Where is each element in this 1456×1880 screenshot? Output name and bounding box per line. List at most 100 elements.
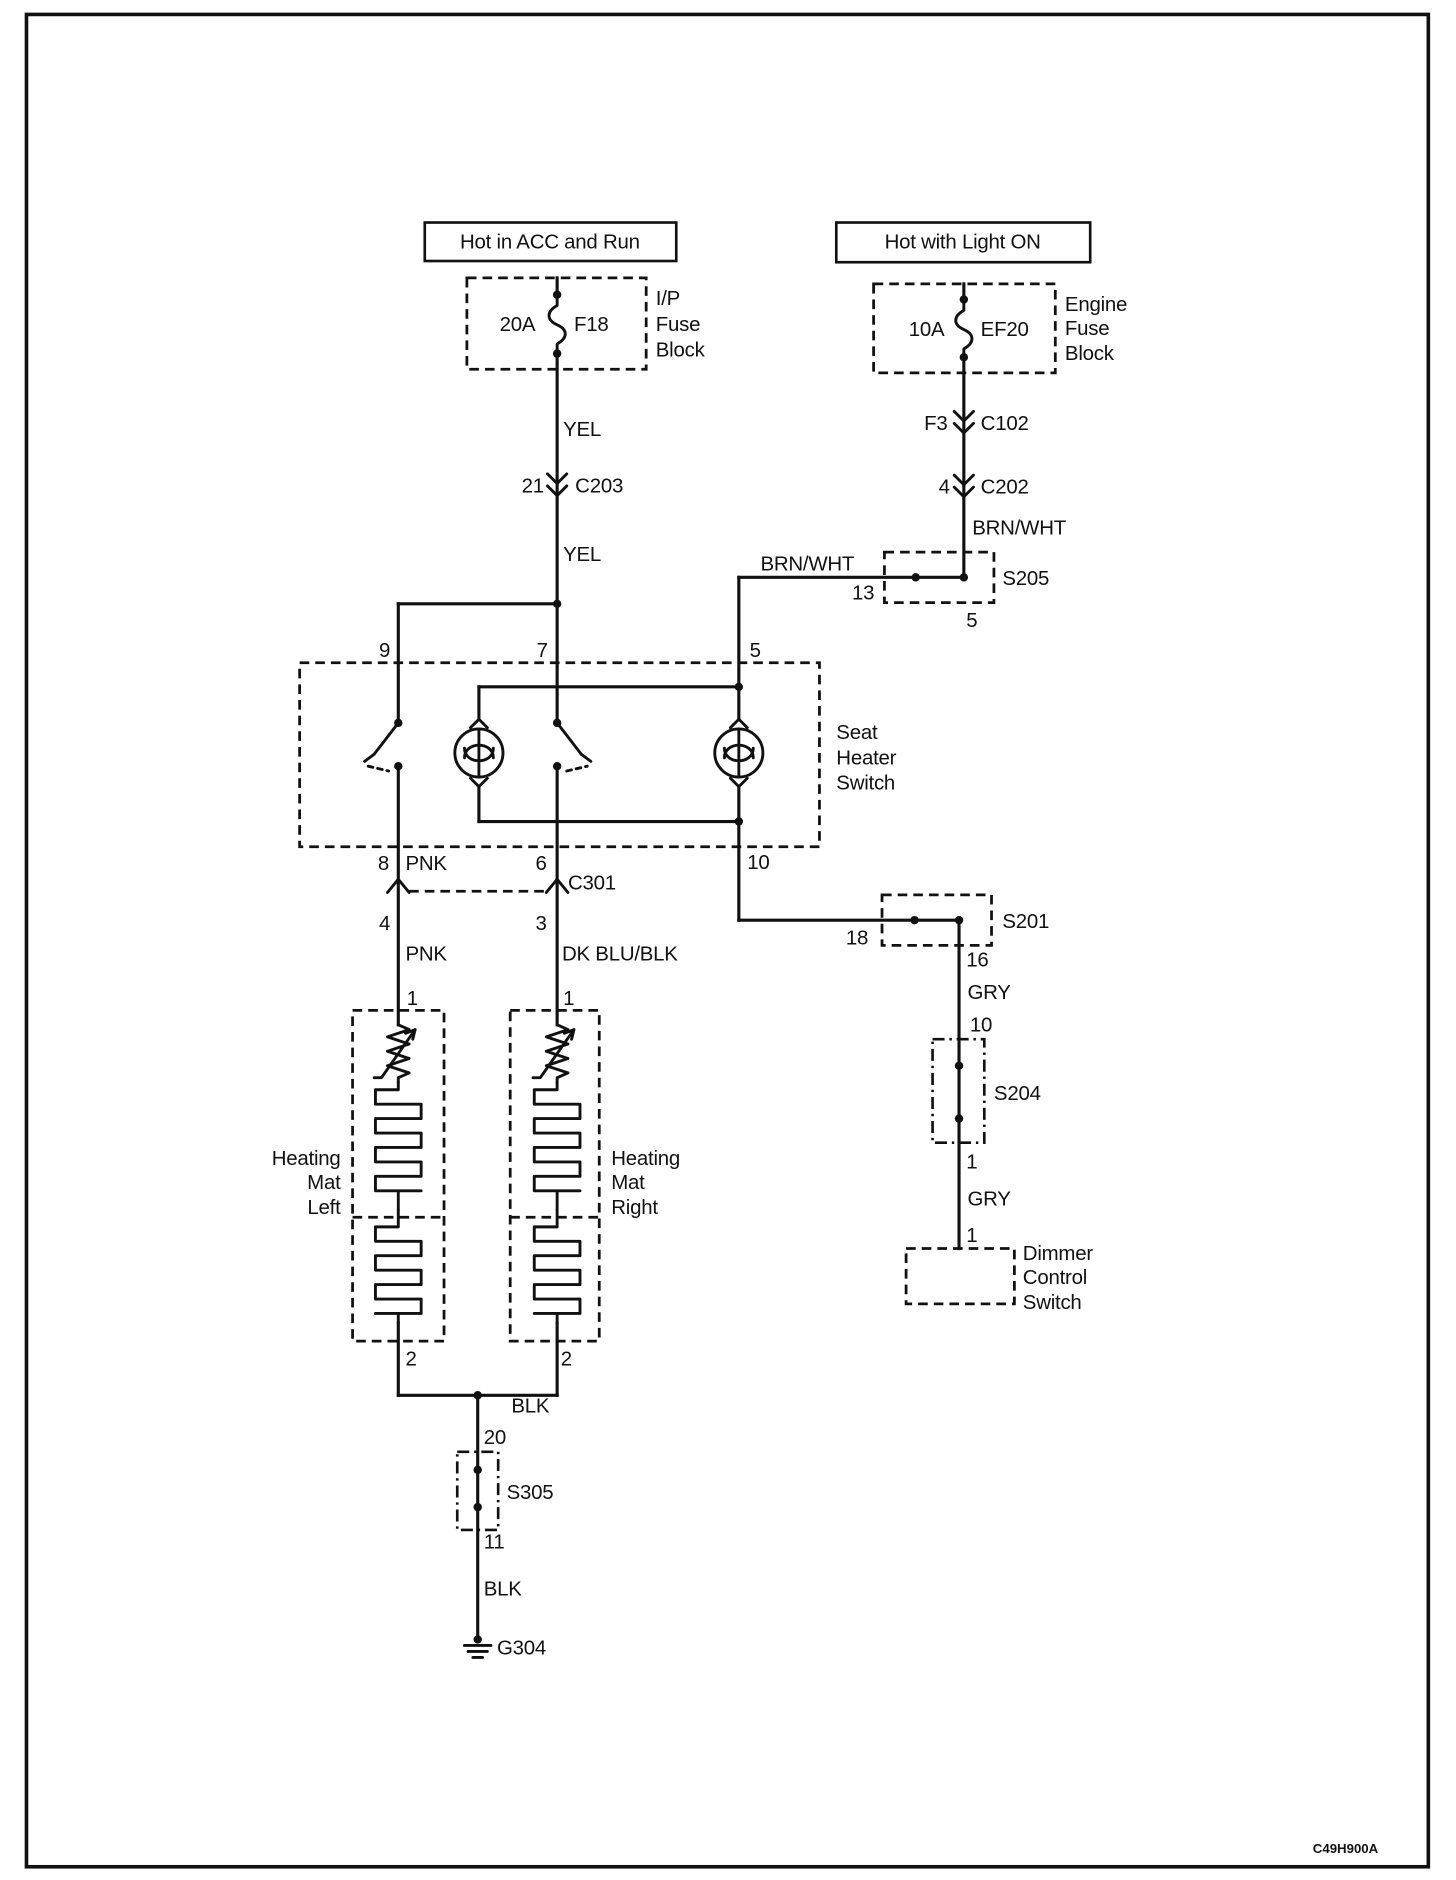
switch-label: Heater — [836, 746, 896, 769]
mat-label: Right — [611, 1196, 658, 1219]
heating-element-lower — [373, 1208, 423, 1325]
switch-blade-tip-left — [363, 752, 376, 763]
heating-element-upper — [532, 1081, 582, 1212]
connector-c301: 8 PNK 6 C301 4 3 PNK DK BLU/BLK — [378, 764, 679, 1027]
mat-label: Mat — [611, 1171, 645, 1194]
connector-c102-male — [952, 409, 975, 423]
splice-dot — [954, 1061, 964, 1070]
ip-fuse-block: 20A F18 I/P Fuse Block — [465, 276, 706, 371]
thermistor-arrow — [531, 1028, 576, 1080]
splice-name-label: S205 — [1002, 567, 1049, 590]
connector-pin-label: 21 — [522, 474, 544, 497]
wire-color-label: BRN/WHT — [972, 517, 1066, 540]
splice-dot — [911, 573, 920, 582]
switch-pin-label: 9 — [379, 639, 390, 662]
fuse-rating: 20A — [500, 313, 536, 336]
indicator-lamp-left — [453, 717, 505, 789]
mat-label: Mat — [307, 1171, 341, 1194]
switch-label: Switch — [836, 772, 895, 795]
diagram-code: C49H900A — [1313, 1841, 1379, 1856]
wire-color-label: BRN/WHT — [760, 553, 854, 576]
mat-pin-label: 1 — [407, 987, 418, 1010]
switch-linkage-center — [565, 764, 589, 773]
thermistor-arrow — [372, 1028, 417, 1080]
connector-name-label: C202 — [981, 476, 1029, 499]
splice-dot — [954, 915, 964, 925]
wire-color-label: GRY — [967, 981, 1011, 1004]
heating-mat-right: 1 2 Heating Mat Right — [508, 987, 680, 1371]
page-border — [24, 12, 1431, 1869]
fuse-id: EF20 — [981, 318, 1029, 341]
connector-c202-female — [952, 485, 975, 499]
splice-s305-outline — [455, 1450, 500, 1532]
lamp-terminal — [728, 717, 749, 730]
fuse-element — [547, 293, 567, 356]
power-source-label: Hot with Light ON — [885, 230, 1041, 253]
fuse-block-label: Fuse — [1065, 317, 1109, 340]
connector-c202-male — [952, 473, 975, 487]
mat-label: Heating — [272, 1147, 341, 1170]
fuse-block-label: Engine — [1065, 293, 1127, 316]
switch-blade-left — [372, 721, 400, 756]
wire-color-label: GRY — [967, 1188, 1011, 1211]
lamp-terminal — [469, 776, 489, 789]
splice-s204-outline — [931, 1037, 986, 1144]
connector-c203-female — [546, 484, 569, 498]
heating-mat-outline — [508, 1008, 601, 1343]
splice-name-label: S305 — [507, 1481, 554, 1504]
splice-name-label: S204 — [994, 1082, 1041, 1105]
splice-dot — [473, 1465, 482, 1475]
ground-terminal-dot — [473, 1635, 482, 1644]
switch-label: Seat — [836, 721, 878, 744]
connector-name-label: C203 — [575, 474, 623, 497]
splice-pin-label: 1 — [966, 1150, 977, 1173]
fuse-block-label: Fuse — [656, 313, 700, 336]
indicator-lamp-right — [713, 717, 765, 789]
mat-pin-label: 1 — [563, 987, 574, 1010]
connector-pin-label: 4 — [939, 476, 950, 499]
splice-pin-label: 11 — [484, 1531, 505, 1554]
switch-pin-label: 7 — [537, 639, 548, 662]
junction-dot — [734, 817, 744, 826]
connector-name-label: C102 — [981, 412, 1029, 435]
splice-pin-label: 20 — [484, 1426, 506, 1449]
wire-color-label: BLK — [511, 1395, 550, 1418]
wire-color-label: PNK — [406, 852, 448, 875]
mat-label: Heating — [611, 1147, 680, 1170]
dimmer-label: Control — [1023, 1266, 1087, 1289]
ground-label: G304 — [497, 1636, 546, 1659]
switch-linkage-left — [366, 764, 391, 773]
heating-element-upper — [373, 1081, 423, 1212]
splice-dot — [473, 1502, 482, 1512]
dimmer-pin-label: 1 — [966, 1224, 977, 1247]
fuse-id: F18 — [574, 313, 609, 336]
connector-pin-label: 8 — [378, 852, 389, 875]
connector-pin-label: 4 — [379, 912, 390, 935]
fuse-terminal-dot — [552, 290, 562, 299]
connector-pin-label: 6 — [535, 852, 546, 875]
yel-feed-circuit: YEL 21 C203 YEL — [396, 352, 623, 725]
connector-c301-terminal — [386, 877, 411, 894]
wire-color-label: DK BLU/BLK — [562, 942, 678, 965]
switch-blade-tip-center — [579, 752, 593, 763]
fuse-terminal-dot — [959, 295, 969, 304]
junction-dot — [473, 1391, 482, 1400]
connector-pin-label: 3 — [535, 912, 546, 935]
splice-name-label: S201 — [1002, 910, 1049, 933]
wire-color-label: BLK — [484, 1577, 523, 1600]
wire-color-label: YEL — [563, 543, 601, 566]
splice-dot — [910, 915, 919, 925]
lamp-filament — [722, 727, 755, 779]
wire-color-label: PNK — [406, 942, 448, 965]
fuse-block-label: Block — [656, 339, 706, 362]
junction-dot — [734, 682, 744, 692]
power-source-acc-run: Hot in ACC and Run — [423, 221, 678, 263]
dimmer-circuit: 18 S201 16 GRY 10 S204 1 GRY 1 Dimmer Co… — [737, 893, 1094, 1314]
splice-dot — [959, 573, 969, 582]
mat-pin-label: 2 — [406, 1348, 417, 1371]
switch-pin-label: 5 — [750, 639, 761, 662]
switch-pin-label: 10 — [747, 851, 769, 874]
connector-c102-female — [952, 421, 975, 435]
power-source-box — [423, 221, 678, 263]
ground-circuit: BLK 20 S305 11 BLK G304 — [396, 1321, 559, 1659]
